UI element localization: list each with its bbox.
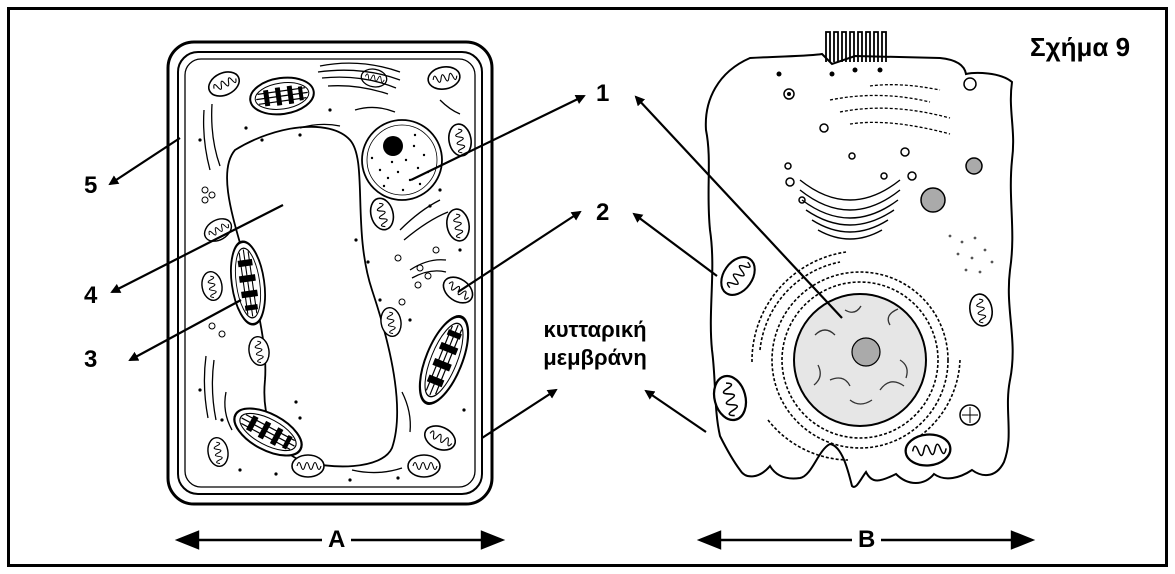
- plant-cell: [168, 42, 492, 504]
- animal-nucleus: [794, 294, 926, 426]
- membrane-label: κυτταρική μεμβράνη: [520, 316, 670, 371]
- plant-cell-label: A: [322, 528, 351, 552]
- label-1: 1: [596, 82, 609, 106]
- label-5: 5: [84, 174, 97, 198]
- label-4: 4: [84, 284, 97, 308]
- label-2: 2: [596, 201, 609, 225]
- figure-title: Σχήμα 9: [1030, 34, 1130, 60]
- animal-cell-label: B: [852, 528, 881, 552]
- animal-cell: [706, 32, 1013, 487]
- plant-nucleus: [362, 120, 442, 200]
- label-3: 3: [84, 348, 97, 372]
- membrane-label-line1: κυτταρική: [520, 316, 670, 344]
- width-arrows: [178, 532, 1032, 548]
- membrane-label-line2: μεμβράνη: [520, 344, 670, 372]
